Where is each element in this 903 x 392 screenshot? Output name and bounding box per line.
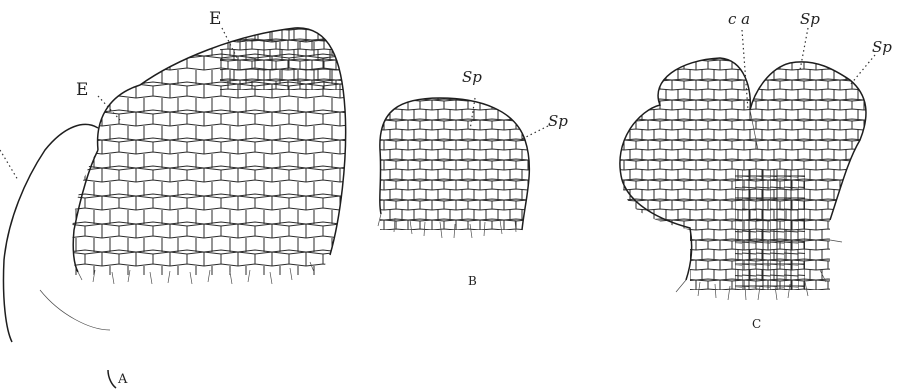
figure-b: Sp Sp B — [375, 68, 568, 288]
figure-a: E E A — [0, 9, 360, 388]
label-e-top: E — [209, 9, 221, 29]
label-sp-mid-c: Sp — [800, 10, 820, 28]
panel-label-a: A — [117, 372, 128, 387]
panel-label-b: B — [468, 274, 477, 288]
label-ca: c a — [728, 10, 750, 28]
figure-c-columnar-cells — [735, 170, 805, 295]
label-sp-top-b: Sp — [462, 68, 482, 86]
label-e-left: E — [76, 80, 88, 100]
label-sp-right-b: Sp — [548, 112, 568, 130]
figure-a-leader-left — [0, 150, 18, 180]
figure-a-small-spur — [108, 370, 116, 388]
figure-b-cell-tissue — [375, 95, 535, 235]
figure-a-leaf-curve-inner — [40, 290, 110, 330]
figure-c: c a Sp Sp C — [615, 10, 892, 331]
panel-label-c: C — [752, 317, 761, 331]
label-sp-right-c: Sp — [872, 38, 892, 56]
figure-a-epidermis-fine-cells — [220, 20, 350, 90]
figure-c-leader-sp-right — [850, 55, 875, 85]
